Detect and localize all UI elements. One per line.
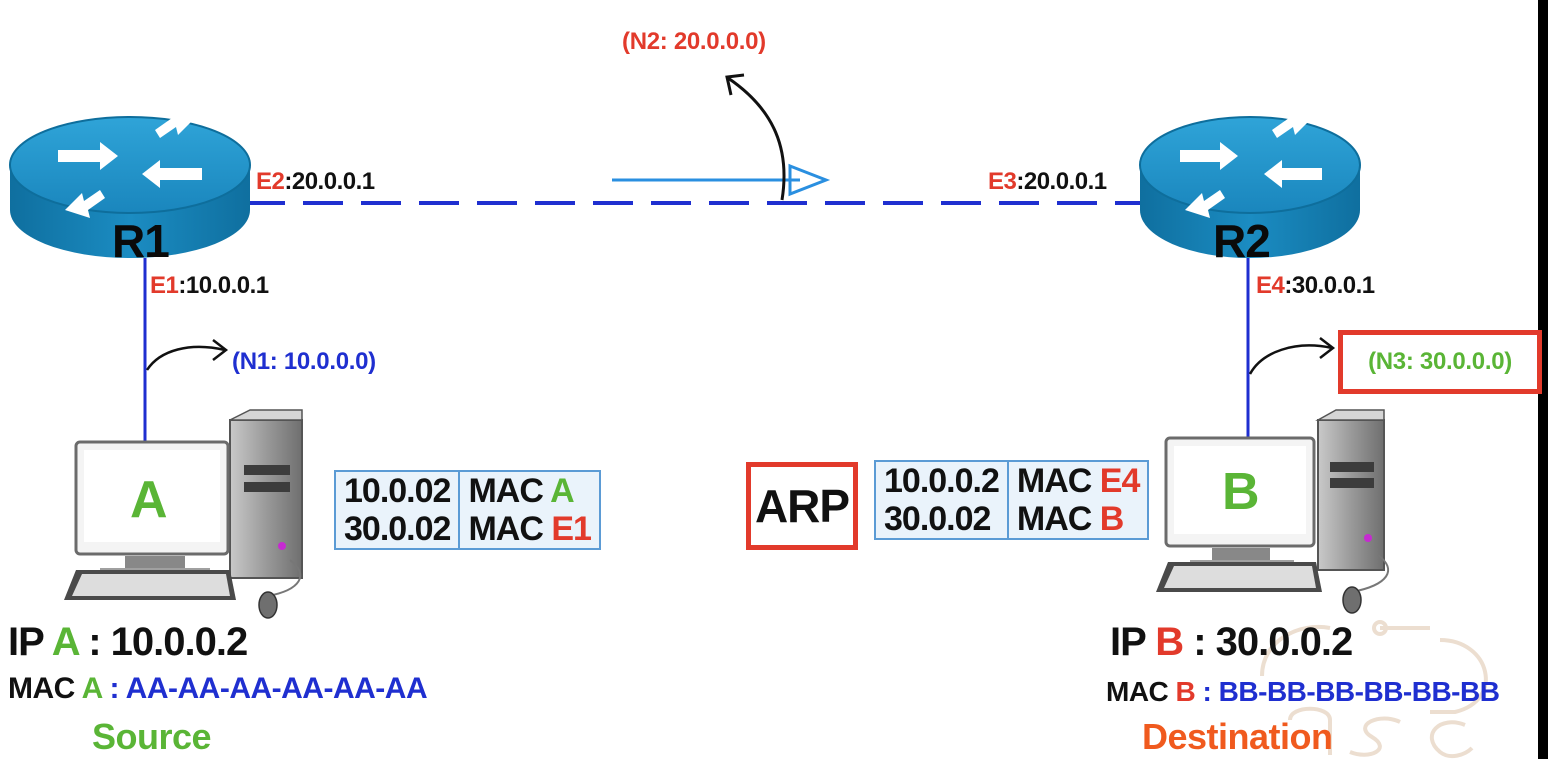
arp-b-row1-mac: MAC E4: [1006, 462, 1147, 500]
direction-arrow-head: [788, 163, 831, 197]
host-b-mac: MAC B : BB-BB-BB-BB-BB-BB: [1106, 676, 1500, 708]
host-b-ip: IP B : 30.0.0.2: [1110, 620, 1353, 665]
router-r2-icon: [1139, 110, 1361, 258]
network-n3-highlight: (N3: 30.0.0.0): [1338, 330, 1542, 394]
n2-pointer-head: [725, 73, 745, 96]
r2-e4-interface: E4:30.0.0.1: [1256, 272, 1375, 300]
n1-pointer-arrow: [145, 345, 226, 371]
host-a-ip-prefix: IP: [8, 620, 44, 664]
arp-label-box: ARP: [746, 462, 858, 550]
host-b-ip-value: : 30.0.0.2: [1183, 620, 1353, 664]
host-a-role: Source: [92, 716, 212, 757]
arp-a-row2-mac: MAC E1: [458, 510, 598, 548]
host-a-mac-value: AA-AA-AA-AA-AA-AA: [125, 672, 428, 705]
r1-e1-interface: E1:10.0.0.1: [150, 272, 269, 300]
arp-b-row1-mac-suffix: E4: [1099, 462, 1141, 500]
host-b-mac-sep: :: [1195, 676, 1219, 707]
computer-a-icon: [64, 409, 303, 619]
arp-b-row1-ip: 10.0.0.2: [884, 462, 1000, 500]
host-a-mac-sep: :: [101, 672, 126, 705]
e4-name: E4: [1256, 272, 1285, 299]
e3-ip: :20.0.0.1: [1016, 168, 1107, 195]
host-a-mac-letter: A: [81, 672, 103, 705]
r1-e2-interface: E2:20.0.0.1: [256, 168, 375, 196]
router-r1-label: R1: [112, 215, 170, 267]
screen-letter-b: B: [1222, 463, 1260, 521]
e4-ip: :30.0.0.1: [1284, 272, 1375, 299]
n1-pointer-head: [212, 339, 229, 361]
network-n3-label: (N3: 30.0.0.0): [1368, 348, 1512, 375]
arp-b-row1-mac-prefix: MAC: [1016, 462, 1092, 500]
e1-ip: :10.0.0.1: [178, 272, 269, 299]
host-a-mac-prefix: MAC: [8, 672, 75, 705]
e1-name: E1: [150, 272, 179, 299]
n3-pointer-arrow: [1248, 344, 1333, 375]
arp-a-row1-mac: MAC A: [458, 472, 598, 510]
host-b-ip-letter: B: [1155, 620, 1184, 664]
host-a-ip-value: : 10.0.0.2: [78, 620, 248, 664]
screen-letter-a: A: [130, 471, 168, 529]
arp-table-host-b: 10.0.0.2 MAC E4 30.0.02 MAC B: [874, 460, 1150, 540]
n2-pointer-arrow: [727, 76, 786, 201]
e2-name: E2: [256, 168, 285, 195]
arp-table-host-a: 10.0.02 MAC A 30.0.02 MAC E1: [334, 470, 601, 550]
e3-name: E3: [988, 168, 1017, 195]
host-b-role: Destination: [1142, 716, 1333, 757]
arp-a-row2-mac-suffix: E1: [551, 510, 592, 548]
arp-a-row1-mac-prefix: MAC: [468, 472, 543, 510]
arp-b-row2-ip: 30.0.02: [884, 500, 991, 538]
host-b-mac-prefix: MAC: [1106, 676, 1169, 707]
arp-a-row1-ip: 10.0.02: [344, 472, 451, 510]
host-b-ip-prefix: IP: [1110, 620, 1146, 664]
host-b-mac-value: BB-BB-BB-BB-BB-BB: [1218, 676, 1500, 707]
arp-a-row2-mac-prefix: MAC: [468, 510, 543, 548]
router-r2-label: R2: [1213, 215, 1271, 267]
host-a-mac: MAC A : AA-AA-AA-AA-AA-AA: [8, 672, 428, 706]
e2-ip: :20.0.0.1: [284, 168, 375, 195]
arp-b-row2-mac: MAC B: [1006, 500, 1147, 538]
arp-a-row1-mac-suffix: A: [550, 472, 575, 510]
arp-a-row2-ip: 30.0.02: [344, 510, 451, 548]
r2-e3-interface: E3:20.0.0.1: [988, 168, 1107, 196]
host-a-ip-letter: A: [51, 620, 79, 664]
watermark-logo: [1260, 620, 1488, 759]
host-b-mac-letter: B: [1175, 676, 1196, 707]
network-n1-label: (N1: 10.0.0.0): [232, 348, 376, 375]
router-r1-icon: [9, 110, 251, 258]
frame-edge: [1538, 0, 1548, 759]
arp-b-row2-mac-prefix: MAC: [1016, 500, 1092, 538]
network-n2-label: (N2: 20.0.0.0): [622, 28, 766, 55]
n3-pointer-head: [1319, 337, 1336, 359]
arp-b-row2-mac-suffix: B: [1099, 500, 1125, 538]
computer-b-icon: [1156, 409, 1390, 614]
host-a-ip: IP A : 10.0.0.2: [8, 620, 248, 665]
